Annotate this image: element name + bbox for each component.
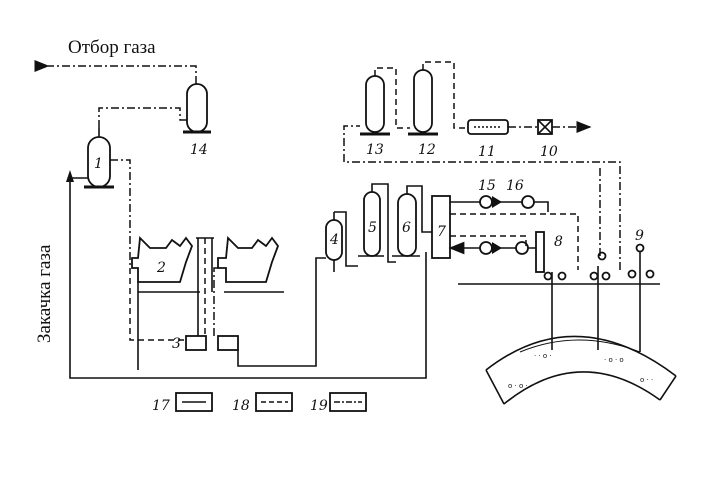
- label-2: 2: [156, 260, 166, 276]
- label-13: 13: [366, 142, 384, 158]
- link-7-well-b: [450, 235, 527, 246]
- separator-13: 13: [360, 75, 390, 158]
- column-6: 6: [392, 193, 420, 257]
- link-7-well-a: [450, 213, 579, 270]
- svg-text:o · ·: o · ·: [640, 376, 653, 384]
- injection-line: [69, 177, 88, 379]
- label-4: 4: [329, 232, 339, 248]
- label-1: 1: [94, 156, 103, 172]
- link-13-12: [374, 67, 410, 129]
- withdrawal-line: [34, 60, 197, 84]
- svg-text:· o · o: · o · o: [604, 356, 624, 364]
- label-15: 15: [478, 178, 496, 194]
- link-6-7: [406, 185, 432, 233]
- cooler-3: 3: [172, 335, 239, 352]
- separator-1: 1: [84, 128, 114, 189]
- label-5: 5: [368, 220, 377, 236]
- link-1-2: [110, 159, 131, 268]
- link-1-14: [98, 107, 187, 128]
- label-9: 9: [635, 228, 644, 244]
- meter-10: 10: [508, 119, 592, 160]
- link-2-3: [129, 268, 186, 341]
- reservoir-dome: o · o · · · o · · o · o o · ·: [485, 335, 677, 405]
- link-cooler-4: [237, 257, 326, 367]
- compressor-2: 2: [131, 236, 200, 293]
- link-4-5: [334, 211, 358, 267]
- separator-4: 4: [325, 212, 343, 272]
- label-8: 8: [554, 234, 563, 250]
- heater-11: 11: [467, 119, 509, 160]
- label-14: 14: [190, 142, 208, 158]
- wellheads: 9: [543, 228, 655, 352]
- well-8: 8: [535, 231, 563, 273]
- separator-14: 14: [183, 83, 211, 158]
- label-16: 16: [506, 178, 524, 194]
- label-11: 11: [478, 144, 496, 160]
- exchanger-7: 7: [431, 195, 451, 259]
- legend-17-label: 17: [152, 398, 170, 414]
- gas-injection-label: Закачка газа: [34, 244, 55, 343]
- injection-arrow: [66, 170, 74, 182]
- label-10: 10: [540, 144, 558, 160]
- legend: 17 18 19: [152, 392, 367, 414]
- compressor-right: [217, 236, 284, 293]
- legend-19-label: 19: [310, 398, 328, 414]
- gas-withdrawal-label: Отбор газа: [68, 37, 156, 58]
- pump-lower: [448, 241, 536, 255]
- label-12: 12: [418, 142, 436, 158]
- pump-15-16: 15 16: [450, 178, 549, 212]
- legend-18-label: 18: [232, 398, 250, 414]
- svg-text:o · o ·: o · o ·: [508, 382, 528, 390]
- label-6: 6: [402, 220, 411, 236]
- link-compressor-cooler: [213, 267, 218, 336]
- column-5: 5: [358, 191, 384, 257]
- link-wells-13: [343, 125, 621, 270]
- label-7: 7: [437, 224, 446, 240]
- link-5-6: [371, 183, 396, 263]
- label-3: 3: [172, 336, 181, 352]
- svg-text:· · o ·: · · o ·: [534, 352, 552, 360]
- return-loop: [76, 252, 427, 379]
- link-12-11: [422, 61, 470, 129]
- separator-12: 12: [408, 69, 438, 158]
